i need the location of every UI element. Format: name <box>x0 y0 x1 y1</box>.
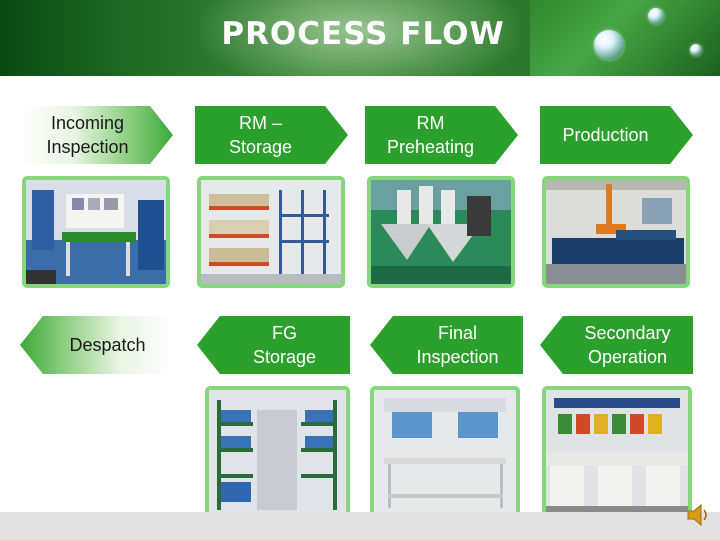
rm-storage-photo <box>197 176 345 288</box>
step-label: Secondary Operation <box>584 323 671 367</box>
final-inspection-image <box>374 390 516 515</box>
secondary-operation-image <box>546 390 688 515</box>
step-rm-storage: RM – Storage <box>195 106 348 164</box>
footer-bar <box>0 512 720 540</box>
production-image <box>546 180 686 284</box>
page-title: PROCESS FLOW <box>221 16 505 52</box>
step-label: RM – Storage <box>228 113 293 157</box>
incoming-inspection-image <box>26 180 166 284</box>
fg-storage-photo <box>205 386 350 519</box>
speaker-icon[interactable] <box>686 500 710 530</box>
step-incoming-inspection: Incoming Inspection <box>20 106 173 164</box>
step-final-inspection: Final Inspection <box>370 316 523 374</box>
header-banner: PROCESS FLOW <box>0 0 720 76</box>
final-inspection-photo <box>370 386 520 519</box>
secondary-operation-photo <box>542 386 692 519</box>
step-secondary-operation: Secondary Operation <box>540 316 693 374</box>
water-drop-decoration <box>594 30 624 60</box>
leaf-decoration <box>530 0 720 76</box>
rm-preheating-image <box>371 180 511 284</box>
rm-storage-image <box>201 180 341 284</box>
step-label: Final Inspection <box>416 323 499 367</box>
step-label: FG Storage <box>252 323 317 367</box>
incoming-inspection-photo <box>22 176 170 288</box>
water-drop-decoration <box>648 8 664 24</box>
step-label: Incoming Inspection <box>46 113 129 157</box>
step-rm-preheating: RM Preheating <box>365 106 518 164</box>
step-label: RM Preheating <box>386 113 475 157</box>
header-glow <box>200 0 520 76</box>
step-fg-storage: FG Storage <box>197 316 350 374</box>
fg-storage-image <box>209 390 346 515</box>
step-despatch: Despatch <box>20 316 173 374</box>
rm-preheating-photo <box>367 176 515 288</box>
step-production: Production <box>540 106 693 164</box>
step-label: Production <box>562 125 649 145</box>
water-drop-decoration <box>690 44 702 56</box>
production-photo <box>542 176 690 288</box>
step-label: Despatch <box>69 335 146 355</box>
